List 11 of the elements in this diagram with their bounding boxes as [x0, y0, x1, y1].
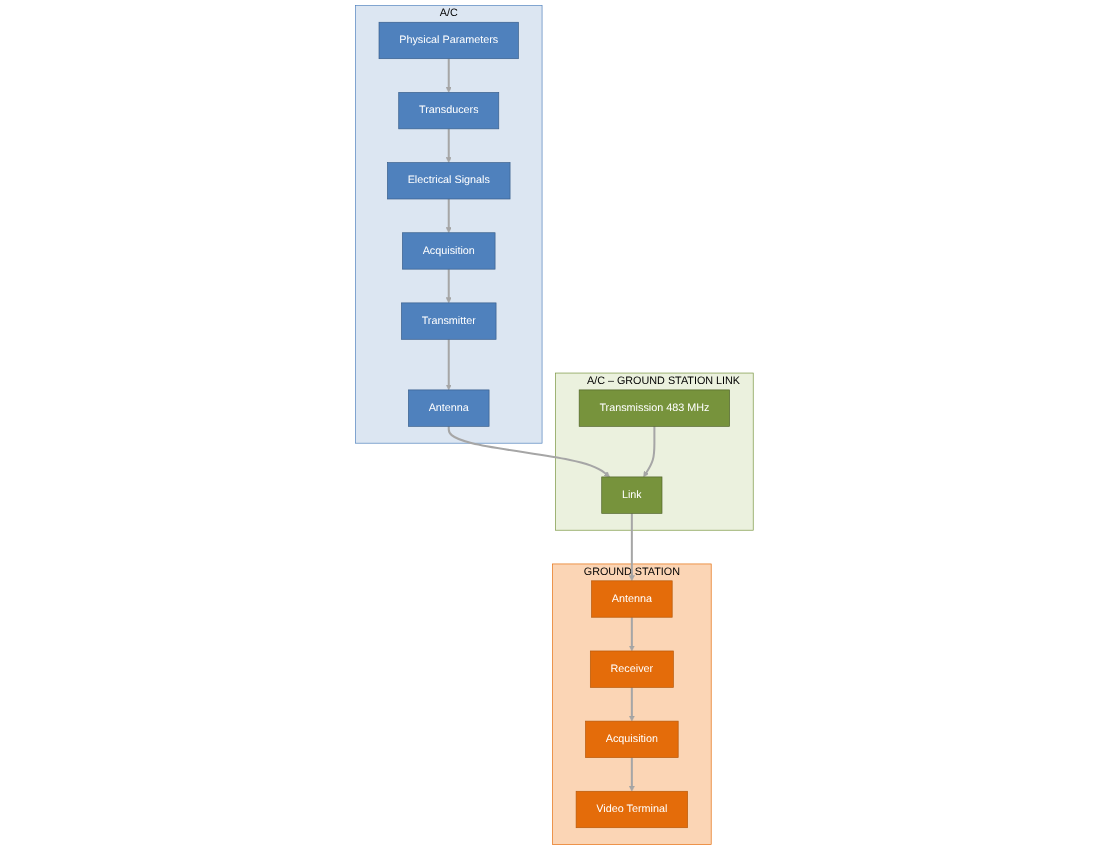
arrow [445, 269, 452, 304]
arrow [628, 513, 635, 582]
arrow [642, 426, 656, 478]
arrow [445, 58, 452, 93]
arrow [445, 339, 452, 391]
arrow [445, 128, 452, 163]
arrow [447, 426, 610, 478]
arrow [445, 199, 452, 233]
arrow [628, 617, 635, 652]
arrow [628, 687, 635, 722]
arrow [628, 757, 635, 792]
